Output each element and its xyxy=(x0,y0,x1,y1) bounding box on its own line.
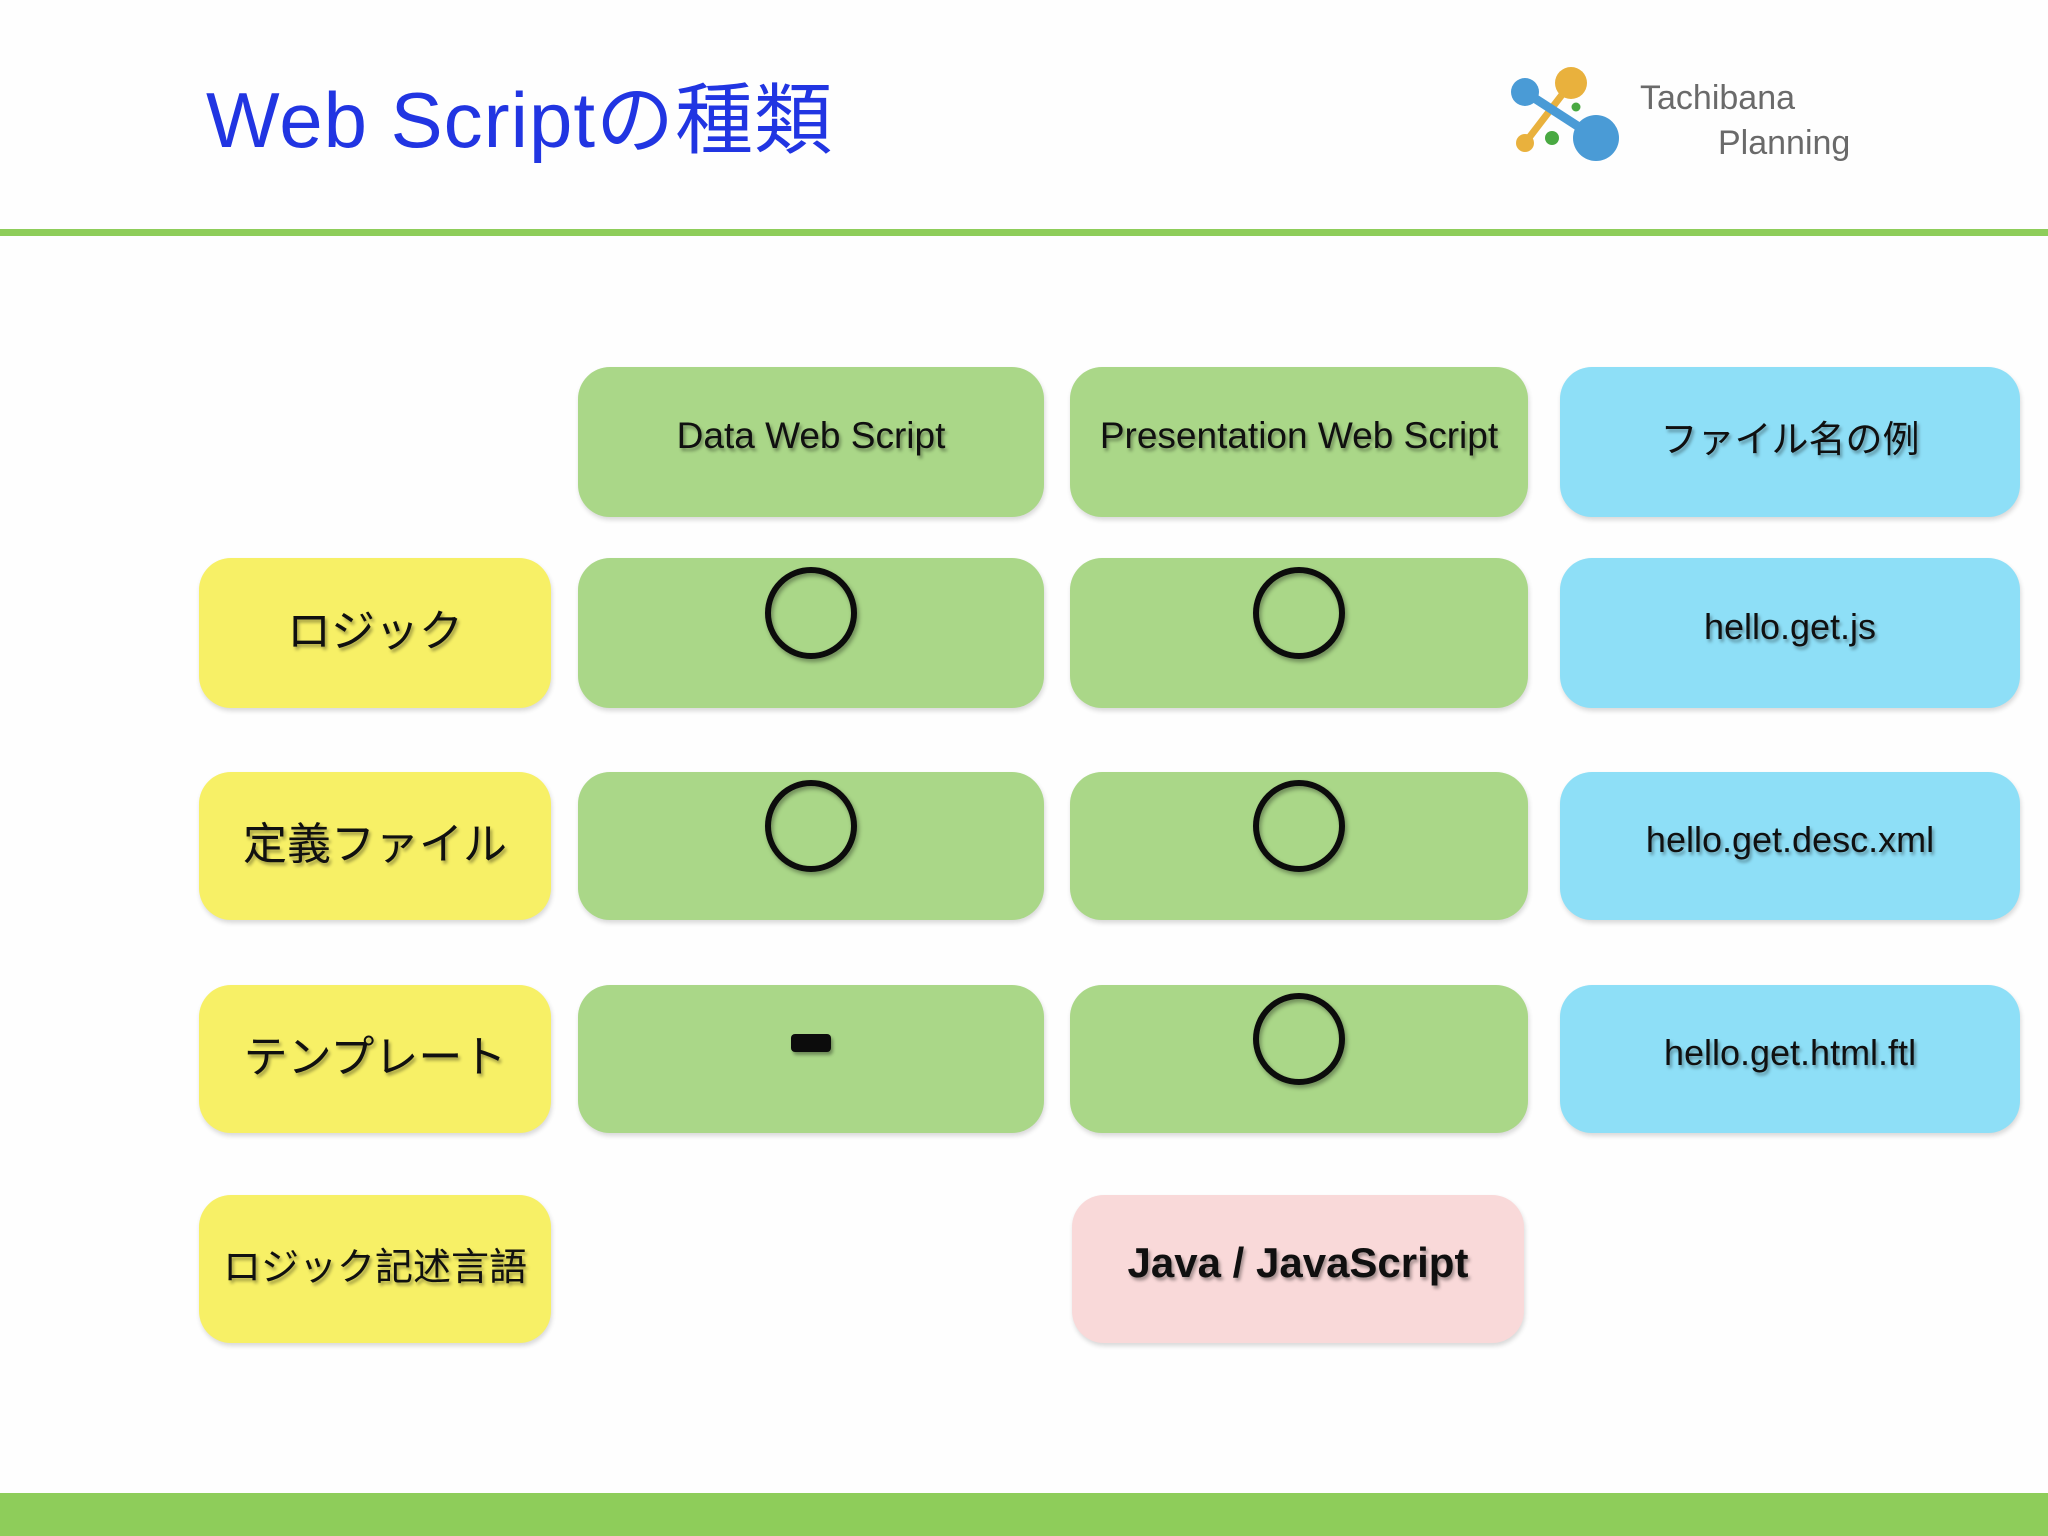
row-label-logic: ロジック xyxy=(199,558,551,708)
cell-template-presentation-web-script xyxy=(1070,985,1528,1133)
row-label-logic-language: ロジック記述言語 xyxy=(199,1195,551,1343)
header-divider xyxy=(0,229,2048,236)
column-header-file-example: ファイル名の例 xyxy=(1560,367,2020,517)
column-header-data-web-script: Data Web Script xyxy=(578,367,1044,517)
cell-definition-data-web-script xyxy=(578,772,1044,920)
logo-text-line1: Tachibana xyxy=(1640,79,1796,117)
logo-text: Tachibana Planning xyxy=(1640,76,1850,166)
cell-logic-presentation-web-script xyxy=(1070,558,1528,708)
logo: Tachibana Planning xyxy=(1498,62,1850,172)
cell-definition-presentation-web-script xyxy=(1070,772,1528,920)
cell-logic-file-example: hello.get.js xyxy=(1560,558,2020,708)
cell-logic-data-web-script xyxy=(578,558,1044,708)
page-title: Web Scriptの種類 xyxy=(206,76,834,164)
cell-template-data-web-script xyxy=(578,985,1044,1133)
cell-template-file-example: hello.get.html.ftl xyxy=(1560,985,2020,1133)
logo-text-line2: Planning xyxy=(1718,124,1851,163)
footer-bar xyxy=(0,1493,2048,1536)
cell-logic-language-value: Java / JavaScript xyxy=(1072,1195,1524,1343)
row-label-definition-file: 定義ファイル xyxy=(199,772,551,920)
cell-definition-file-example: hello.get.desc.xml xyxy=(1560,772,2020,920)
column-header-presentation-web-script: Presentation Web Script xyxy=(1070,367,1528,517)
row-label-template: テンプレート xyxy=(199,985,551,1133)
logo-icon xyxy=(1511,67,1619,161)
